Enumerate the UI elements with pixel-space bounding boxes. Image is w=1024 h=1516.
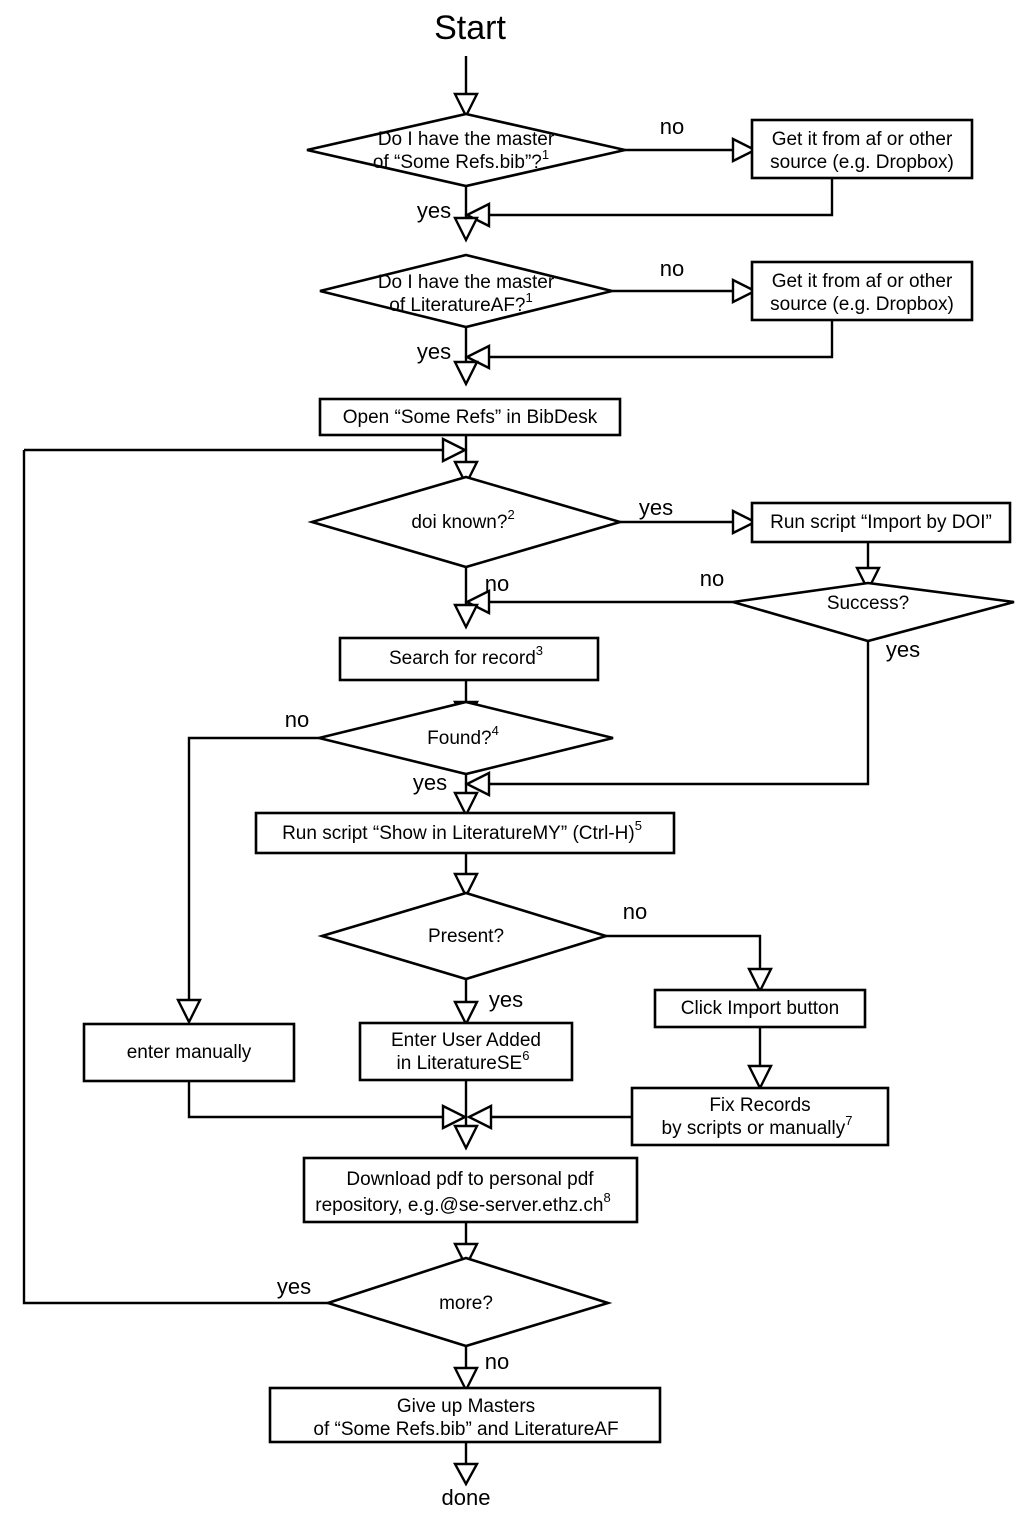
arrowhead-junction-b11	[453, 1124, 479, 1151]
decision-have-master-somerefs-line1: Do I have the master	[378, 129, 555, 150]
decision-found-label: Found?4	[427, 723, 499, 749]
arrowhead-d3-b4	[731, 509, 758, 535]
arrowhead-b10-junction	[466, 1104, 493, 1130]
process-click-import-button[interactable]	[653, 988, 867, 1029]
arrowhead-d3-b5	[453, 603, 479, 630]
terminal-start-label: Start	[434, 9, 506, 47]
decision-have-master-somerefs-line2: of “Some Refs.bib”?1	[373, 147, 549, 173]
edge-label-d6-yes: yes	[489, 987, 523, 1012]
process-fix-records[interactable]	[630, 1086, 890, 1147]
arrowhead-b1-merge	[464, 202, 491, 228]
arrowhead-b8-junction	[441, 1104, 468, 1130]
process-open-somerefs-bibdesk-label: Open “Some Refs” in BibDesk	[343, 407, 598, 428]
edge-label-d2-no: no	[660, 256, 684, 281]
arrowhead-d5-b6	[453, 791, 479, 818]
edge-label-d1-no: no	[660, 114, 684, 139]
process-fix-records-line1: Fix Records	[709, 1095, 810, 1116]
process-fix-records-line2: by scripts or manually7	[662, 1113, 853, 1139]
arrowhead-d1-d2	[453, 216, 479, 243]
arrowhead-d7-b12	[453, 1366, 479, 1393]
decision-have-master-literatureaf-line2: of LiteratureAF?1	[389, 290, 532, 316]
decision-present-label: Present?	[428, 926, 504, 947]
process-get-from-af-2[interactable]	[750, 260, 974, 322]
edge-more-yes-loopback-rail	[22, 450, 328, 1305]
process-run-import-by-doi-label: Run script “Import by DOI”	[770, 512, 992, 533]
arrowhead-d4-merge	[464, 589, 491, 615]
edge-b1-back	[485, 178, 834, 217]
edge-label-d2-yes: yes	[417, 339, 451, 364]
edge-label-d4-no: no	[700, 566, 724, 591]
process-run-show-in-literaturemy-label: Run script “Show in LiteratureMY” (Ctrl-…	[282, 818, 642, 844]
edge-d5-no	[187, 736, 319, 1004]
arrowhead-d4yes-merge	[464, 771, 491, 797]
edge-label-d7-no: no	[485, 1349, 509, 1374]
arrowhead-d2-b3	[453, 360, 479, 387]
process-download-pdf-line1: Download pdf to personal pdf	[346, 1169, 594, 1190]
edge-label-d5-no: no	[285, 707, 309, 732]
process-get-from-af-1-line2: source (e.g. Dropbox)	[770, 152, 954, 173]
process-download-pdf-line2: repository, e.g.@se-server.ethz.ch8	[315, 1190, 610, 1216]
edge-label-d1-yes: yes	[417, 198, 451, 223]
arrowhead-d5no-b8	[176, 998, 202, 1025]
process-give-up-masters-line2: of “Some Refs.bib” and LiteratureAF	[313, 1419, 618, 1440]
process-get-from-af-1-line1: Get it from af or other	[772, 129, 953, 150]
decision-have-master-literatureaf-line1: Do I have the master	[378, 272, 555, 293]
process-run-import-by-doi[interactable]	[750, 501, 1012, 544]
arrowhead-d6no-b7	[747, 967, 773, 994]
arrowhead-loopback-merge	[441, 437, 468, 463]
arrowhead-b7-b10	[747, 1064, 773, 1091]
process-download-pdf[interactable]	[302, 1156, 639, 1224]
decision-success-label: Success?	[827, 593, 909, 614]
process-click-import-button-label: Click Import button	[681, 998, 839, 1019]
edge-b8-to-junction	[187, 1081, 447, 1119]
process-enter-user-added-line2: in LiteratureSE6	[397, 1048, 530, 1074]
arrowhead-d6-b9	[453, 1000, 479, 1027]
process-open-somerefs-bibdesk[interactable]	[318, 397, 622, 437]
process-give-up-masters[interactable]	[268, 1386, 662, 1444]
terminal-done-label: done	[442, 1485, 491, 1510]
arrowhead-start-d1	[453, 92, 479, 119]
process-enter-manually[interactable]	[82, 1022, 296, 1083]
edge-label-d6-no: no	[623, 899, 647, 924]
process-get-from-af-1[interactable]	[750, 118, 974, 180]
edge-label-d3-no: no	[485, 571, 509, 596]
arrowhead-d1-b1	[731, 137, 758, 163]
process-run-show-in-literaturemy[interactable]	[254, 811, 676, 855]
arrowhead-b4-d4	[855, 566, 881, 593]
edge-d4-yes	[485, 641, 870, 786]
edge-label-d5-yes: yes	[413, 770, 447, 795]
edge-label-d7-yes: yes	[277, 1274, 311, 1299]
arrowhead-d2-b2	[731, 278, 758, 304]
edge-label-d3-yes: yes	[639, 495, 673, 520]
process-enter-manually-label: enter manually	[127, 1042, 252, 1063]
process-get-from-af-2-line1: Get it from af or other	[772, 271, 953, 292]
process-get-from-af-2-line2: source (e.g. Dropbox)	[770, 294, 954, 315]
arrowhead-b6-d6	[453, 872, 479, 899]
process-give-up-masters-line1: Give up Masters	[397, 1396, 535, 1417]
edge-b2-back	[485, 320, 834, 359]
edge-d6-no	[606, 934, 762, 973]
process-enter-user-added-line1: Enter User Added	[391, 1030, 541, 1051]
decision-more-label: more?	[439, 1293, 493, 1314]
arrowhead-b3-d3	[453, 460, 479, 487]
edge-label-d4-yes: yes	[886, 637, 920, 662]
arrowhead-b11-d7	[453, 1242, 479, 1269]
process-search-for-record-label: Search for record3	[389, 643, 543, 669]
arrowhead-b12-done	[452, 1462, 480, 1487]
process-search-for-record[interactable]	[338, 636, 600, 682]
decision-doi-known-label: doi known?2	[411, 507, 514, 533]
